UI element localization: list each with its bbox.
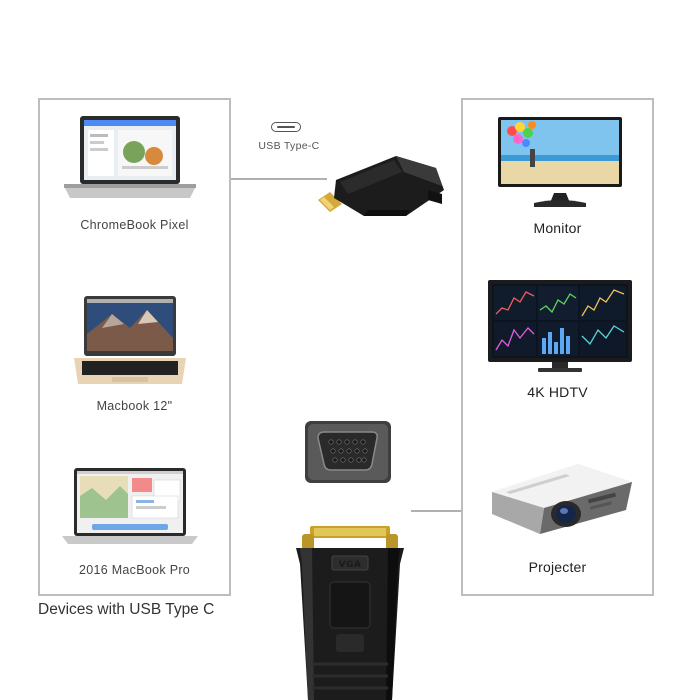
connector-line-left [231,178,327,180]
monitor-image [498,117,622,209]
device-label-monitor: Monitor [533,220,582,236]
usb-c-port-icon [271,122,301,132]
macbook-12-image [72,294,188,388]
device-label-macbook-pro: 2016 MacBook Pro [78,563,191,577]
4k-hdtv-image [488,280,632,374]
device-label-4k-hdtv: 4K HDTV [527,384,588,400]
macbook-pro-2016-image [62,466,198,546]
chromebook-pixel-image [62,114,198,206]
vga-cable-plug-image: VGA [292,524,408,700]
devices-caption: Devices with USB Type C [38,601,215,618]
usb-type-c-label: USB Type-C [258,140,320,152]
projector-image [486,456,634,540]
connector-line-right [411,510,461,512]
device-label-chromebook: ChromeBook Pixel [80,218,189,232]
usb-c-to-vga-adapter-image [308,150,448,224]
device-label-projector: Projecter [528,559,587,575]
vga-port-closeup-image [304,420,392,484]
device-label-macbook-12: Macbook 12" [96,399,173,413]
vga-plug-label: VGA [339,560,362,570]
